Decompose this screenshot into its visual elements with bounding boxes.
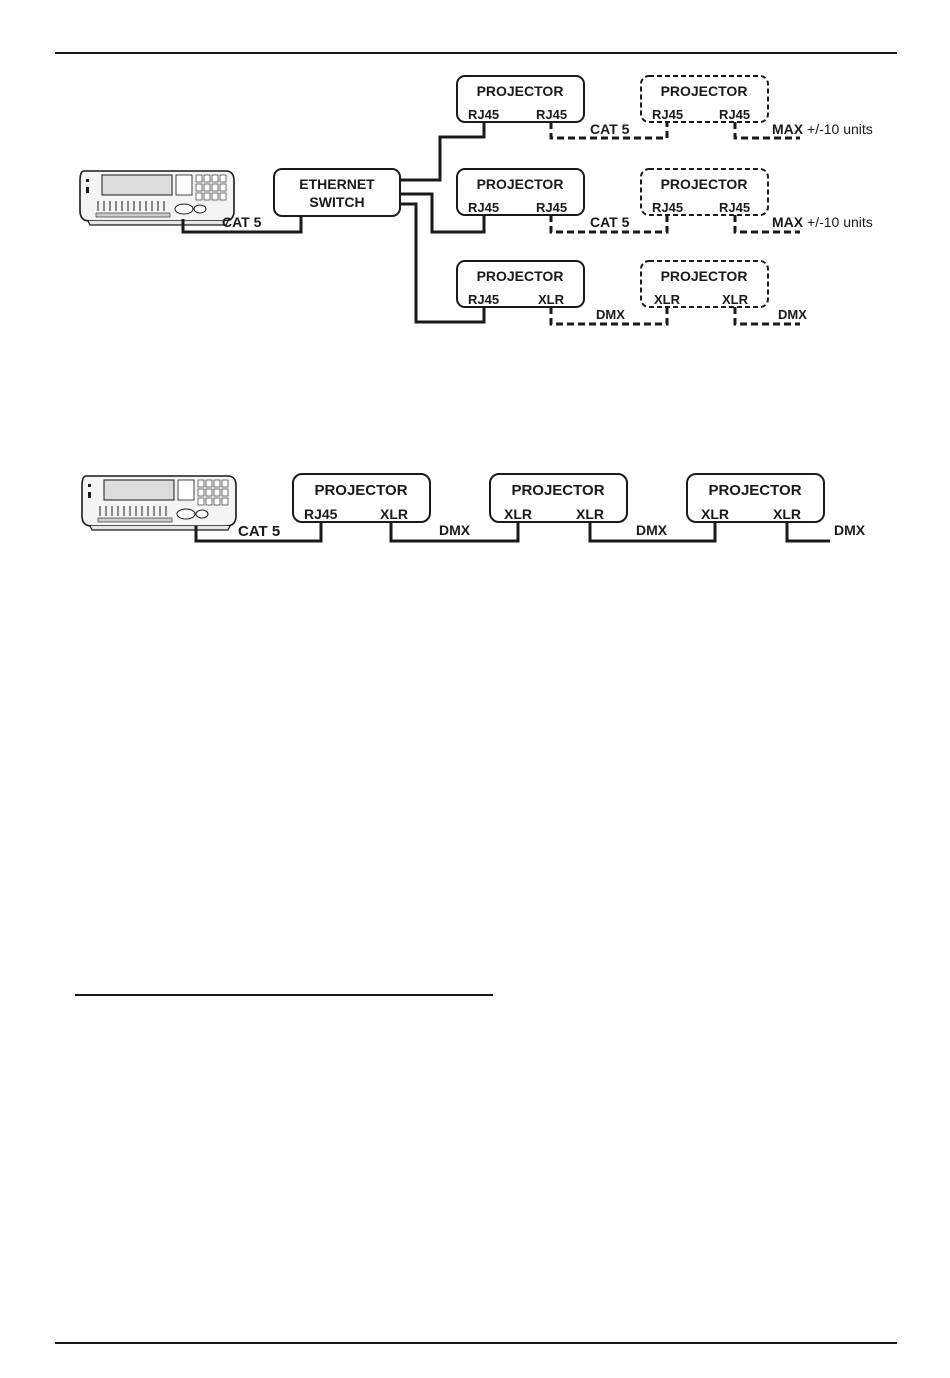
extension-port-left: XLR [654, 292, 681, 307]
console-link-label-top: CAT 5 [222, 214, 262, 230]
console-top [80, 171, 234, 225]
extension-title: PROJECTOR [661, 176, 748, 192]
projector-row-1: PROJECTOR RJ45 RJ45 CAT 5 PROJECTOR RJ45… [457, 76, 873, 137]
switch-label-line2: SWITCH [309, 194, 364, 210]
switch-label-line1: ETHERNET [299, 176, 375, 192]
projector-port-left: RJ45 [304, 506, 338, 522]
ethernet-switch: ETHERNET SWITCH [274, 169, 400, 216]
projector-port-left: RJ45 [468, 200, 499, 215]
projector-port-right: XLR [380, 506, 408, 522]
tail-label: DMX [778, 307, 807, 322]
projector-port-right: XLR [538, 292, 565, 307]
projector-row-2: PROJECTOR RJ45 RJ45 CAT 5 PROJECTOR RJ45… [457, 169, 873, 230]
extension-port-left: RJ45 [652, 200, 683, 215]
out-label: DMX [834, 522, 866, 538]
projector-title: PROJECTOR [477, 83, 564, 99]
projector-port-left: RJ45 [468, 292, 499, 307]
console-bottom [82, 476, 236, 530]
out-label: DMX [439, 522, 471, 538]
projector-port-right: RJ45 [536, 107, 567, 122]
extension-port-left: RJ45 [652, 107, 683, 122]
extension-port-right: RJ45 [719, 107, 750, 122]
extension-title: PROJECTOR [661, 83, 748, 99]
projector-port-left: XLR [701, 506, 729, 522]
projector-title: PROJECTOR [477, 268, 564, 284]
link-label: DMX [596, 307, 625, 322]
tail-label: MAX +/-10 units [772, 121, 873, 137]
extension-title: PROJECTOR [661, 268, 748, 284]
link-label: CAT 5 [590, 121, 630, 137]
projector-row-3: PROJECTOR RJ45 XLR DMX PROJECTOR XLR XLR… [457, 261, 807, 322]
link-label: CAT 5 [590, 214, 630, 230]
tail-label: MAX +/-10 units [772, 214, 873, 230]
projector-port-right: RJ45 [536, 200, 567, 215]
extension-port-right: RJ45 [719, 200, 750, 215]
projector-port-right: XLR [576, 506, 604, 522]
projector-title: PROJECTOR [708, 482, 801, 499]
extension-port-right: XLR [722, 292, 749, 307]
projector-port-left: RJ45 [468, 107, 499, 122]
projector-port-left: XLR [504, 506, 532, 522]
out-label: DMX [636, 522, 668, 538]
bottom-wires [196, 522, 830, 541]
projector-port-right: XLR [773, 506, 801, 522]
projector-title: PROJECTOR [477, 176, 564, 192]
projector-title: PROJECTOR [314, 482, 407, 499]
console-link-label-bottom: CAT 5 [238, 523, 280, 540]
projector-title: PROJECTOR [511, 482, 604, 499]
